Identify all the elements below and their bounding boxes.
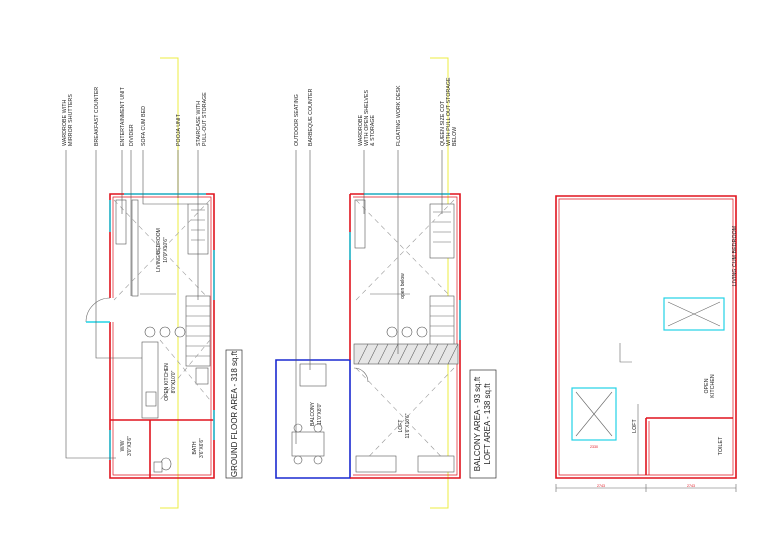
balcony-name: BALCONY [310,401,316,426]
balcony-dim: 11'0"X8'0" [317,403,323,426]
ground-living-dim: 10'0"X10'6" [163,237,169,263]
callout-sofa: SOFA CUM BED [141,106,147,146]
loft-dim: 11'6"X10'6" [405,413,411,438]
loft-area-box [469,369,497,479]
ground-bath-dim: 3'6"X6'6" [199,438,205,458]
ground-wc [160,457,172,471]
ground-entertainment-unit [131,199,139,297]
callout-queen-2: WITH PULL OUT STORAGE [446,77,452,146]
ground-living-name: LIVING/BEDROOM [156,228,162,272]
right-stair-void [571,387,617,441]
ground-entry-door [85,297,111,323]
loft-wardrobe [354,199,366,249]
ground-area-label: GROUND FLOOR AREA - 318 sq.ft [230,350,239,477]
outdoor-table [291,431,325,457]
callout-queen-1: QUEEN SIZE COT [440,100,446,146]
callout-queen-3: BELOW [452,127,458,146]
ground-kitchen-dim: 8'0"X10'0" [171,370,177,393]
loft-inner-wall [353,196,458,476]
callout-loft-wardrobe-3: & STORAGE [370,114,376,146]
right-loft-label: LOFT [632,418,638,432]
callout-wardrobe-2: MIRROR SHUTTERS [68,94,74,146]
loft-cabinet [417,455,455,473]
ground-stool-2 [159,326,171,338]
loft-floor-plan: BALCONY 11'0"X8'0" LOFT 11'6"X10'6" open… [275,57,497,509]
leader-wardrobe [65,150,116,459]
loft-door [353,367,369,383]
leader-sofa [142,150,188,205]
callout-wardrobe-1: WARDROBE WITH [62,99,68,146]
loft-area-label-1: BALCONY AREA - 93 sq.ft [473,376,482,471]
ground-inner-wall [112,196,212,476]
ground-stool-3 [174,326,186,338]
right-stair-dim: 2330 [590,445,598,449]
callout-pooja: POOJA UNIT [176,113,182,146]
right-outer-wall [555,195,737,479]
callout-staircase-1: STAIRCASE WITH [196,101,202,146]
ground-bath-name: BATH [192,441,198,454]
ground-basin [153,461,163,473]
ground-section-line [160,57,179,509]
right-dimension-line [555,484,737,492]
callout-desk: FLOATING WORK DESK [396,85,402,146]
loft-name: LOFT [398,420,404,433]
callout-entertainment: ENTERTAINMENT UNIT [120,86,126,146]
callout-outdoor: OUTDOOR SEATING [294,94,300,146]
right-toilet-label: TOILET [718,436,724,455]
ground-ww-name: W/W [120,440,126,451]
ground-wardrobe [115,199,127,245]
right-loft-edge [619,343,632,363]
loft-storage [355,455,397,473]
ground-floor-plan: LIVING/BEDROOM 10'0"X10'6" OPEN KITCHEN … [62,57,243,509]
right-inner-wall [558,198,734,476]
loft-staircase [429,295,455,347]
ground-staircase [185,295,211,367]
ground-area-box [225,349,243,479]
loft-area-label-2: LOFT AREA - 138 sq.ft [483,383,492,465]
callout-divider: DIVIDER [129,124,135,146]
callout-loft-wardrobe-1: WARDROBE [358,114,364,146]
leader-breakfast [95,150,142,359]
ground-stove [145,391,157,407]
loft-open-below: open below [400,273,406,299]
right-living-label: LIVING CUM BEDROOM [732,226,738,286]
ground-ww-dim: 3'0"X3'6" [127,436,133,456]
callout-breakfast: BREAKFAST COUNTER [94,87,100,146]
right-kitchen-label-1: OPEN [704,378,710,393]
callout-loft-wardrobe-2: WITH OPEN SHELVES [364,89,370,146]
right-kitchen-label-2: KITCHEN [710,374,716,398]
ground-sink [195,367,209,385]
ground-stool-1 [144,326,156,338]
right-schematic-plan: LIVING CUM BEDROOM OPEN KITCHEN LOFT TOI… [555,195,738,492]
ground-kitchen-counter [141,341,159,419]
callout-barbeque: BARBEQUE COUNTER [308,88,314,146]
floating-work-desk [353,343,459,365]
right-dim-right: 2743 [687,484,695,488]
right-skylight [663,297,725,331]
barbeque-counter [299,363,327,387]
right-dim-left: 2743 [597,484,605,488]
ground-kitchen-name: OPEN KITCHEN [164,363,170,401]
callout-staircase-2: PULL-OUT STORAGE [202,92,208,146]
loft-section-line [430,57,449,509]
